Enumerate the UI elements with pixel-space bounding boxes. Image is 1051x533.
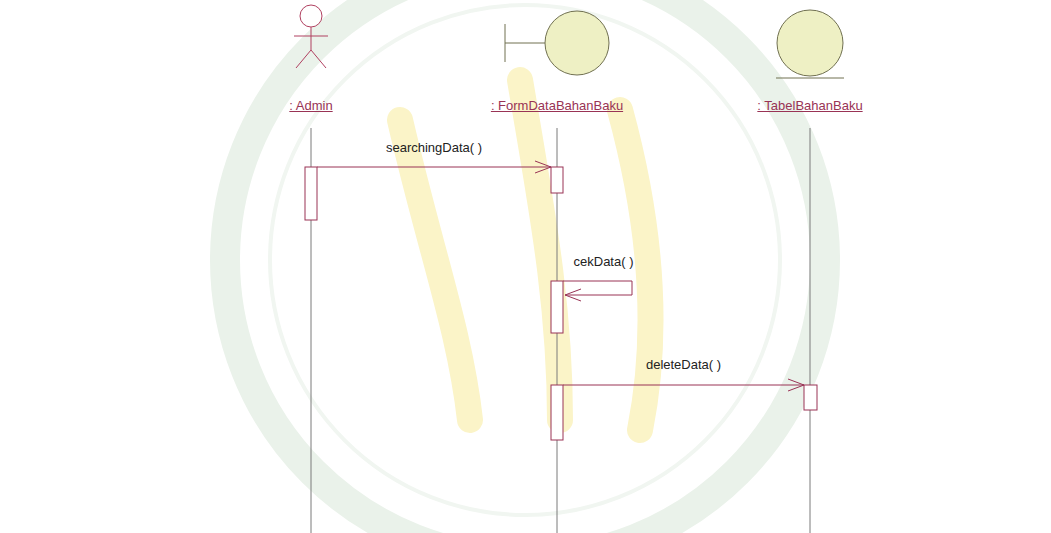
activation-bar [551,281,563,333]
lifeline-head: : Admin [285,0,337,118]
lifeline-head: : TabelBahanBaku [753,0,867,118]
message-arrow [317,161,551,173]
object-name: : Admin [289,98,332,113]
lifeline-head: : FormDataBahanBaku [482,0,632,118]
message-arrow [563,379,804,391]
message-label: cekData( ) [574,254,634,269]
boundary-symbol [482,0,632,80]
object-name: : FormDataBahanBaku [491,98,623,113]
object-name: : TabelBahanBaku [757,98,862,113]
message-label: deleteData( ) [646,357,721,372]
activation-bar [551,385,563,440]
activation-bar [305,167,317,220]
lifeline [810,128,811,533]
activation-bar [804,385,817,410]
message-label: searchingData( ) [386,140,482,155]
message-arrow [563,281,632,301]
activation-bar [551,167,563,193]
actor-symbol [285,0,337,80]
entity-symbol [753,0,867,80]
